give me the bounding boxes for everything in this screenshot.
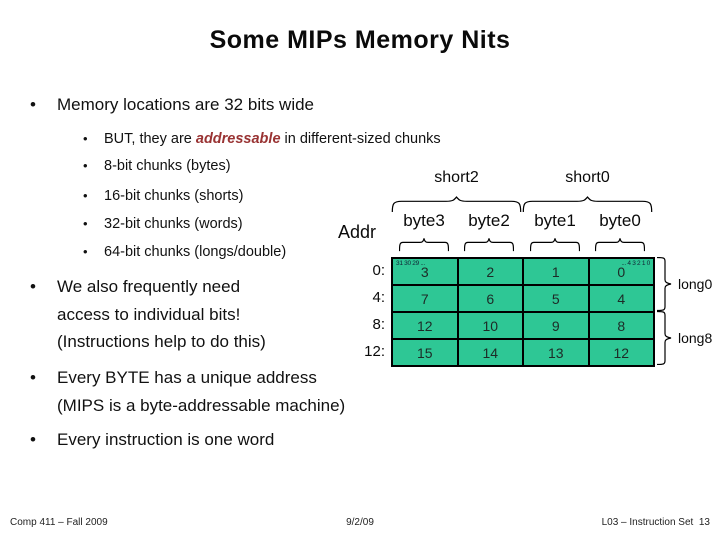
memory-cell: 12 [392,312,458,339]
bullet-text-continuation: (MIPS is a byte-addressable machine) [57,396,346,415]
bullet-unique-address: • Every BYTE has a unique address [30,368,317,388]
subbullet-8bit: • 8-bit chunks (bytes) [83,158,231,174]
bullet-icon: • [30,430,36,449]
bullet-one-word: • Every instruction is one word [30,430,274,450]
text-emphasis-addressable: addressable [195,131,281,147]
addr-label: Addr [338,222,377,242]
row-label-8: 8: [372,316,385,333]
subbullet-32bit: • 32-bit chunks (words) [83,216,243,232]
short2-brace [391,196,522,213]
short2-label: short2 [434,169,479,186]
bullet-icon: • [30,95,36,114]
bullet-icon: • [83,188,88,203]
memory-table: 31 30 29 ... 3 2 1 ... 4 3 2 1 0 0 7 6 5… [391,257,655,367]
memory-cell: 15 [392,339,458,366]
cell-value: 2 [486,263,495,280]
byte0-label: byte0 [599,211,641,230]
bullet-text-continuation: (Instructions help to do this) [57,332,266,351]
bit-numbers-low: ... 4 3 2 1 0 [621,260,650,267]
memory-cell: 5 [523,285,589,312]
long0-label: long0 [678,276,713,292]
bullet-text: We also frequently need [57,277,241,296]
text-pre: BUT, they are [104,131,196,147]
long0-brace [656,257,672,311]
byte1-label: byte1 [534,211,576,230]
subbullet-text: BUT, they are addressable in different-s… [104,131,441,147]
bullet-icon: • [83,244,88,259]
byte3-label: byte3 [403,211,445,230]
cell-value: 4 [617,290,626,307]
long8-label: long8 [678,330,713,346]
subbullet-text: 8-bit chunks (bytes) [104,158,231,174]
cell-value: 7 [420,290,429,307]
bullet-icon: • [83,216,88,231]
cell-value: 3 [420,263,429,280]
memory-cell: 7 [392,285,458,312]
cell-value: 8 [617,317,626,334]
cell-value: 6 [486,290,495,307]
byte1-brace [530,238,580,252]
bit-numbers-high: 31 30 29 ... [396,260,425,267]
subbullet-text: 16-bit chunks (shorts) [104,188,244,204]
cell-value: 5 [551,290,560,307]
bullet-text: Every instruction is one word [57,430,275,449]
cell-value: 12 [416,317,433,334]
cell-value: 9 [551,317,560,334]
memory-cell: 4 [588,285,654,312]
byte2-label: byte2 [468,211,510,230]
memory-cell: 2 [457,258,523,285]
bullet-memory-locations: • Memory locations are 32 bits wide [30,95,314,115]
memory-cell: 1 [523,258,589,285]
subbullet-text: 32-bit chunks (words) [104,216,243,232]
subbullet-16bit: • 16-bit chunks (shorts) [83,188,243,204]
footer-date: 9/2/09 [346,517,374,528]
memory-diagram: short2 short0 byte3 byte2 byte1 byte0 Ad… [330,165,720,380]
cell-value: 0 [617,263,626,280]
subbullet-text: 64-bit chunks (longs/double) [104,244,287,260]
bullet-icon: • [83,131,88,146]
memory-cell: 12 [588,339,654,366]
bullet-text-continuation: access to individual bits! [57,305,241,324]
bullet-text: Every BYTE has a unique address [57,368,317,387]
row-label-12: 12: [364,343,385,360]
bullet-text: Memory locations are 32 bits wide [57,95,315,114]
text-post: in different-sized chunks [280,131,441,147]
memory-cell: 13 [523,339,589,366]
cell-value: 1 [551,263,560,280]
cell-value: 15 [416,344,433,361]
subbullet-addressable: • BUT, they are addressable in different… [83,131,441,147]
slide-title: Some MIPs Memory Nits [209,26,511,54]
footer-lecture-page: L03 – Instruction Set 13 [601,517,710,528]
long8-brace [656,311,672,365]
memory-cell: 14 [457,339,523,366]
byte3-brace [399,238,449,252]
subbullet-64bit: • 64-bit chunks (longs/double) [83,244,286,260]
short0-label: short0 [565,169,610,186]
row-label-0: 0: [372,262,385,279]
memory-cell: 10 [457,312,523,339]
cell-value: 10 [482,317,499,334]
memory-cell: 31 30 29 ... 3 [392,258,458,285]
cell-value: 12 [613,344,630,361]
memory-cell: 6 [457,285,523,312]
short0-brace [522,196,653,213]
bullet-icon: • [30,368,36,387]
footer-course: Comp 411 – Fall 2009 [10,517,108,528]
byte2-brace [464,238,514,252]
memory-cell: 9 [523,312,589,339]
row-label-4: 4: [372,289,385,306]
cell-value: 13 [547,344,564,361]
bullet-individual-bits: • We also frequently need [30,277,240,297]
bullet-icon: • [30,277,36,296]
bullet-icon: • [83,158,88,173]
byte0-brace [595,238,645,252]
memory-cell: ... 4 3 2 1 0 0 [588,258,654,285]
cell-value: 14 [482,344,499,361]
memory-cell: 8 [588,312,654,339]
